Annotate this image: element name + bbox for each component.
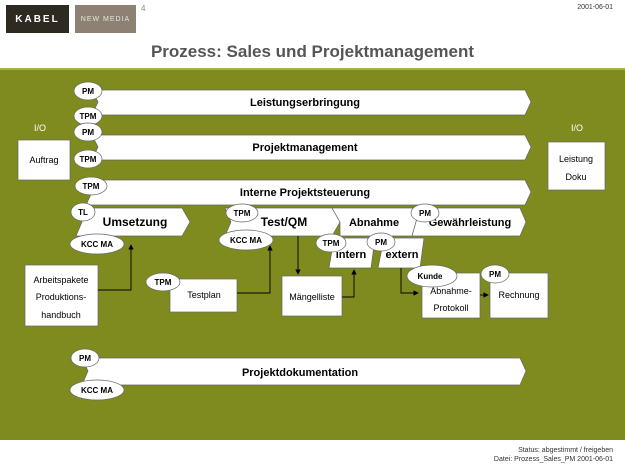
label-rechnung: Rechnung	[498, 290, 539, 300]
role-tpm: TPM	[83, 182, 100, 191]
phase-umsetzung	[75, 207, 191, 237]
role-tpm: TPM	[323, 239, 340, 248]
io-left: I/O	[34, 123, 46, 133]
label-arbeitspakete-1: Arbeitspakete	[33, 275, 88, 285]
box-testplan	[169, 278, 238, 313]
bar-leistungserbringung	[91, 89, 532, 116]
role-tpm: TPM	[155, 278, 172, 287]
role-pm: PM	[489, 270, 501, 279]
label-arbeitspakete-3: handbuch	[41, 310, 81, 320]
role-tpm: TPM	[80, 155, 97, 164]
label-doku: Doku	[565, 172, 586, 182]
box-maengelliste	[281, 275, 343, 317]
role-tpm: TPM	[80, 112, 97, 121]
label-projektdoku: Projektdokumentation	[242, 367, 358, 379]
label-arbeitspakete-2: Produktions-	[36, 292, 87, 302]
label-maengelliste: Mängelliste	[289, 292, 335, 302]
footer: Status: abgestimmt / freigeben Datei: Pr…	[494, 446, 613, 464]
box-arbeitspakete	[24, 264, 99, 327]
label-umsetzung: Umsetzung	[103, 215, 168, 229]
label-abnahme-protokoll-1: Abnahme-	[430, 286, 472, 296]
role-tpm: TPM	[234, 209, 251, 218]
role-kcc-ma: KCC MA	[81, 386, 113, 395]
logo-new-media: NEW MEDIA	[75, 5, 136, 33]
box-auftrag	[17, 139, 71, 181]
role-kcc-ma: KCC MA	[81, 240, 113, 249]
label-abnahme: Abnahme	[349, 217, 399, 229]
role-pm: PM	[79, 354, 91, 363]
logo-kabel: KABEL	[6, 5, 69, 33]
page-title: Prozess: Sales und Projektmanagement	[150, 42, 475, 61]
header-date: 2001-06-01	[577, 4, 613, 11]
label-projektmanagement: Projektmanagement	[252, 142, 357, 154]
flow-arrows	[98, 236, 489, 298]
role-tl: TL	[78, 208, 88, 217]
role-pm: PM	[375, 238, 387, 247]
box-leistung-doku	[547, 141, 606, 191]
label-intern: intern	[336, 249, 367, 261]
label-leistungserbringung: Leistungserbringung	[250, 97, 360, 109]
page-number: 4	[141, 4, 146, 13]
footer-status: Status: abgestimmt / freigeben	[518, 447, 613, 454]
role-kcc-ma: KCC MA	[230, 236, 262, 245]
role-kunde: Kunde	[418, 272, 443, 281]
label-leistung: Leistung	[559, 154, 593, 164]
label-abnahme-protokoll-2: Protokoll	[433, 303, 468, 313]
label-testplan: Testplan	[187, 290, 221, 300]
role-pm: PM	[419, 209, 431, 218]
label-gewaehr: Gewährleistung	[429, 217, 512, 229]
footer-file: Datei: Prozess_Sales_PM 2001-06-01	[493, 456, 613, 463]
io-right: I/O	[571, 123, 583, 133]
label-test: Test/QM	[261, 215, 307, 229]
role-pm: PM	[82, 87, 94, 96]
label-interne: Interne Projektsteuerung	[240, 187, 370, 199]
label-auftrag: Auftrag	[29, 155, 58, 165]
role-pm: PM	[82, 128, 94, 137]
phase-gewaehrleistung	[411, 207, 527, 237]
bar-projektmanagement	[91, 134, 532, 161]
role-ovals	[69, 81, 510, 401]
label-extern: extern	[385, 249, 418, 261]
bar-projektdokumentation	[81, 357, 527, 386]
